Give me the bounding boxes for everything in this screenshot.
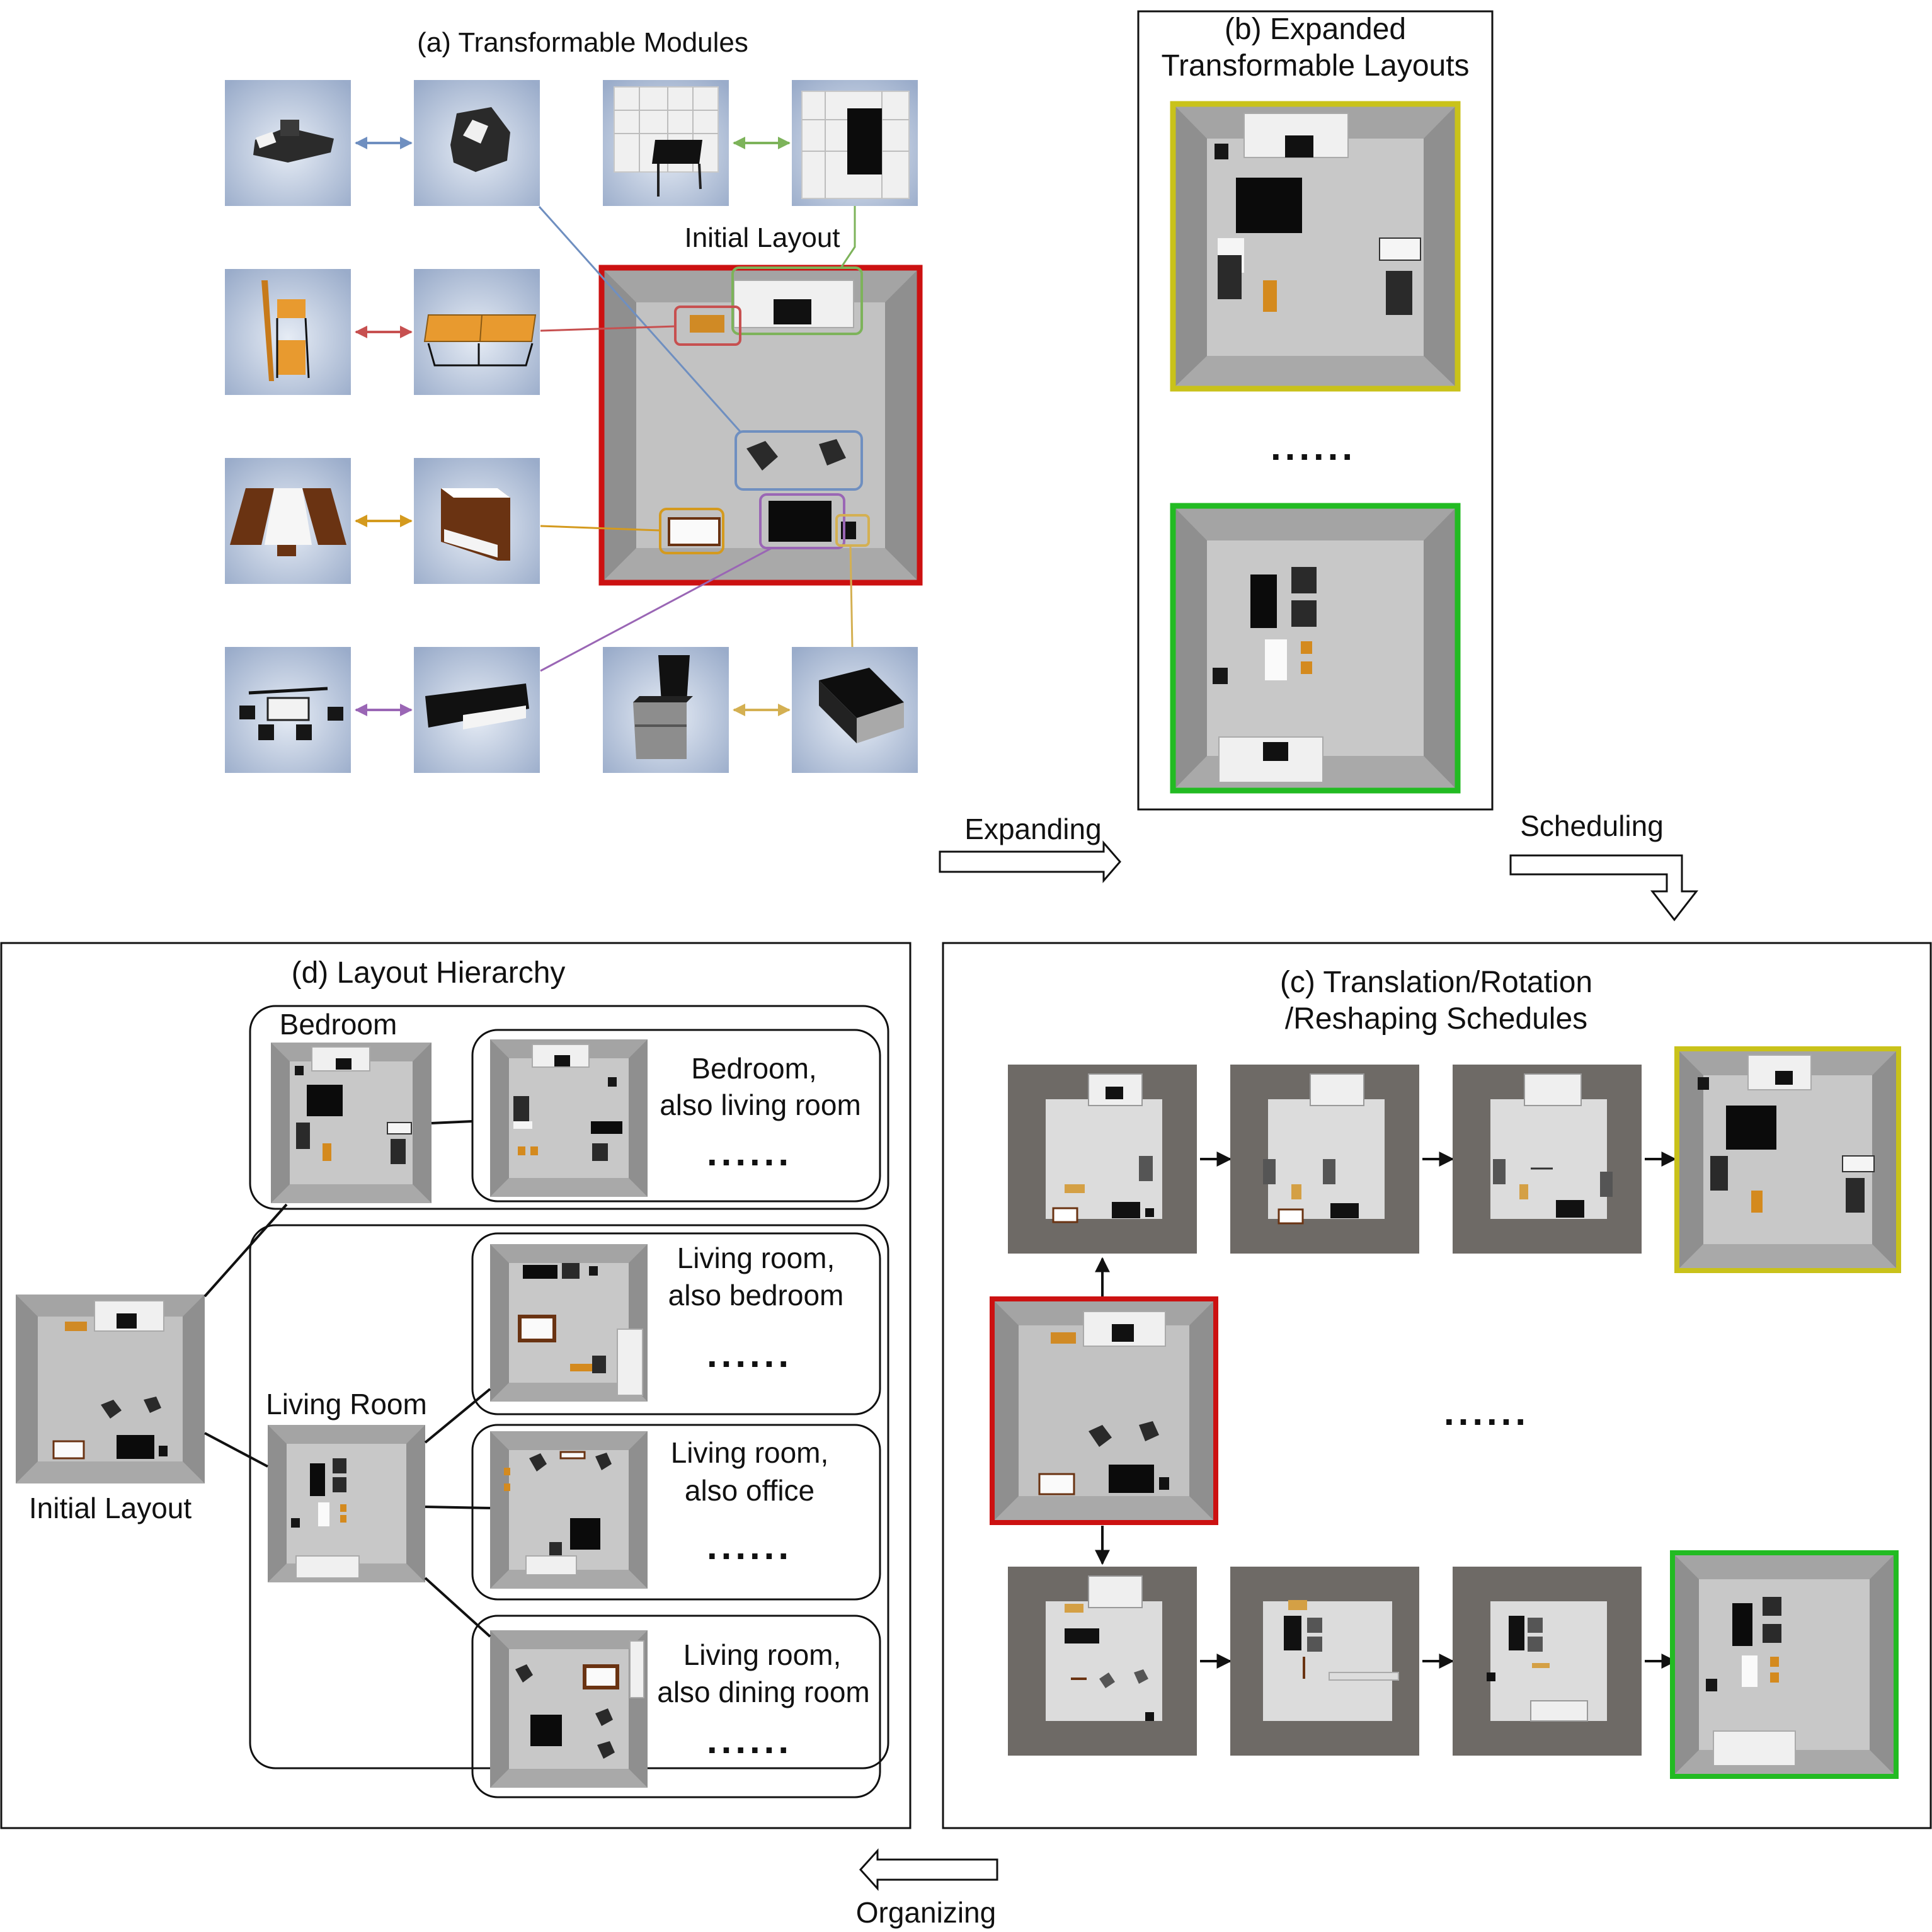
highlight-tv-stand: [759, 493, 845, 549]
schedule-top-target-frame: [1674, 1046, 1901, 1273]
highlight-shelf: [731, 266, 863, 335]
schedule-top-target: [1677, 1049, 1899, 1271]
panel-b-expanded-layouts: (b) Expanded Transformable Layouts .....…: [1137, 10, 1494, 811]
subgroup-living-office: [471, 1424, 881, 1601]
schedule-bottom-step-3: [1453, 1567, 1642, 1756]
panel-b-title-line2: Transformable Layouts: [1161, 49, 1469, 83]
subgroup-living-dining: [471, 1615, 881, 1798]
living-bedroom-label-2: also bedroom: [668, 1279, 844, 1312]
arrow-expanding-label: Expanding: [964, 813, 1101, 845]
panel-d-layout-hierarchy: (d) Layout Hierarchy Initial Layout Bedr…: [0, 942, 912, 1829]
panel-a-initial-label: Initial Layout: [684, 222, 840, 253]
subgroup-living-bedroom: [471, 1232, 881, 1415]
arrow-organizing-label: Organizing: [856, 1896, 996, 1929]
link-cabinet: [849, 545, 854, 648]
group-bedroom: [249, 1005, 889, 1210]
schedule-bottom-step-1: [1008, 1567, 1197, 1756]
connector-living-dining: [424, 1577, 491, 1638]
panel-a-title: (a) Transformable Modules: [417, 27, 748, 58]
connector-living-office: [425, 1506, 491, 1509]
living-dining-thumb: [490, 1630, 648, 1788]
schedule-initial-frame: [990, 1296, 1218, 1525]
panel-b-frame: [1137, 10, 1494, 811]
expanded-layout-frame-green: [1170, 503, 1461, 794]
panel-d-frame: [0, 942, 912, 1829]
panel-c-title-line2: /Reshaping Schedules: [1285, 1002, 1587, 1036]
schedule-bottom-step-2: [1230, 1567, 1419, 1756]
connector-initial-living: [204, 1432, 268, 1468]
living-office-label-2: also office: [685, 1474, 815, 1507]
subgroup-bedroom-living: [471, 1029, 881, 1203]
module-thumb-armchair: [414, 80, 540, 206]
living-bedroom-label-1: Living room,: [677, 1242, 835, 1274]
panel-a-transformable-modules: (a) Transformable Modules: [225, 27, 923, 773]
highlight-wood: [659, 508, 724, 554]
living-dining-label-1: Living room,: [683, 1638, 842, 1671]
link-wood: [540, 525, 661, 532]
schedule-initial-layout: [992, 1299, 1216, 1523]
living-office-thumb: [490, 1431, 648, 1589]
schedule-top-step-1: [1008, 1065, 1197, 1254]
expanded-layout-frame-yellow: [1170, 101, 1461, 392]
module-thumb-wood-closed: [414, 458, 540, 584]
expanded-layout-living: [1173, 506, 1458, 791]
hierarchy-initial-layout: [16, 1295, 205, 1483]
module-thumb-wood-open: [225, 458, 351, 584]
module-thumb-shelf-closed: [792, 80, 918, 206]
module-thumb-chair-cabinet: [603, 647, 729, 773]
schedule-bottom-target-frame: [1670, 1550, 1899, 1779]
module-thumb-cube-cabinet: [792, 647, 918, 773]
schedule-bottom-target: [1672, 1553, 1896, 1776]
module-thumb-tv-stand: [414, 647, 540, 773]
schedule-top-step-2: [1230, 1065, 1419, 1254]
module-thumb-lift-table: [225, 647, 351, 773]
link-tv-stand: [540, 547, 772, 672]
schedule-top-step-3: [1453, 1065, 1642, 1254]
bedroom-living-label-2: also living room: [660, 1089, 861, 1121]
connector-bedroom-sub: [431, 1120, 473, 1124]
panel-b-title-line1: (b) Expanded: [1225, 13, 1406, 46]
connector-living-bedroom: [424, 1388, 491, 1444]
highlight-table: [674, 306, 741, 346]
panel-c-frame: [942, 942, 1932, 1829]
link-shelf: [840, 206, 856, 268]
arrow-organizing: Organizing: [856, 1848, 998, 1929]
panel-d-title: (d) Layout Hierarchy: [292, 956, 566, 990]
living-dining-label-2: also dining room: [657, 1676, 870, 1708]
module-thumb-folding-table: [414, 269, 540, 395]
expanded-layout-bedroom: [1173, 104, 1458, 389]
bedroom-living-ellipsis: ......: [707, 1131, 792, 1174]
arrow-expanding: Expanding: [939, 813, 1121, 884]
module-thumb-shelf-desk: [603, 80, 729, 206]
group-living-room-label: Living Room: [266, 1388, 427, 1420]
living-bedroom-thumb: [490, 1244, 648, 1402]
living-dining-ellipsis: ......: [707, 1719, 792, 1761]
living-office-ellipsis: ......: [707, 1525, 792, 1567]
panel-c-schedules: (c) Translation/Rotation /Reshaping Sche…: [942, 942, 1932, 1829]
arrow-scheduling-label: Scheduling: [1520, 809, 1664, 842]
connector-initial-bedroom: [203, 1203, 288, 1298]
group-bedroom-label: Bedroom: [280, 1008, 397, 1041]
link-table: [540, 325, 676, 332]
module-thumb-folding-chairs: [225, 269, 351, 395]
panel-c-title-line1: (c) Translation/Rotation: [1280, 966, 1592, 999]
living-room-thumb: [268, 1425, 425, 1582]
highlight-cabinet: [835, 514, 870, 547]
module-thumb-sofa-bed: [225, 80, 351, 206]
link-armchair: [538, 206, 741, 432]
panel-c-ellipsis: ......: [1444, 1391, 1529, 1433]
bedroom-living-thumb: [490, 1039, 648, 1197]
highlight-armchairs: [735, 430, 863, 491]
hierarchy-initial-label: Initial Layout: [29, 1492, 191, 1524]
living-bedroom-ellipsis: ......: [707, 1333, 792, 1375]
living-office-label-1: Living room,: [671, 1436, 829, 1469]
arrow-scheduling: Scheduling: [1509, 809, 1699, 922]
bedroom-room-thumb: [271, 1043, 432, 1203]
bedroom-living-label-1: Bedroom,: [691, 1052, 816, 1085]
panel-b-ellipsis: ......: [1271, 426, 1356, 468]
